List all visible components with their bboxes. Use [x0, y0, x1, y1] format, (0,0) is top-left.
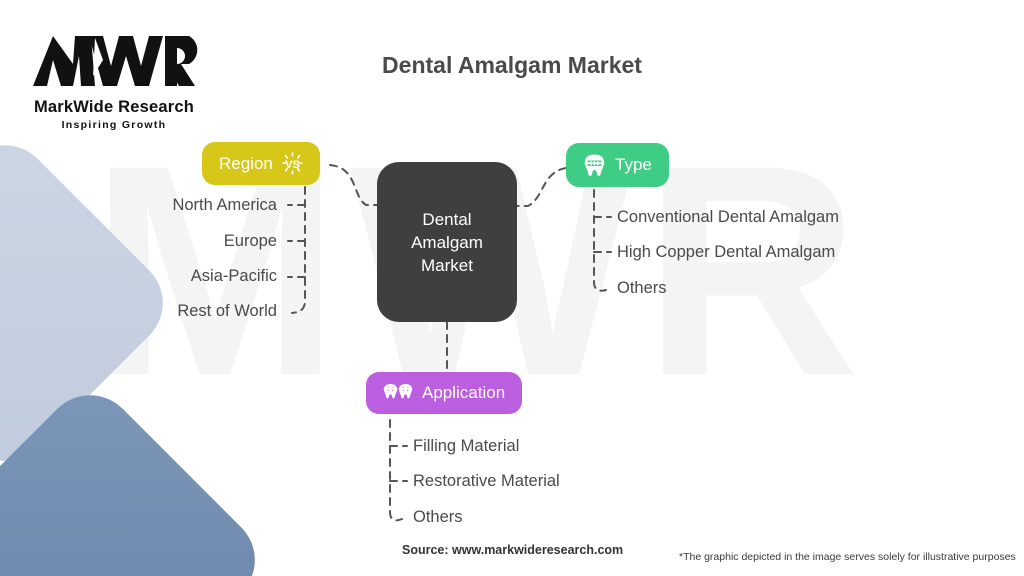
- branch-label-type: Type: [615, 155, 652, 174]
- list-item[interactable]: Others: [413, 508, 463, 526]
- brand-logo: MarkWide Research Inspiring Growth: [24, 30, 204, 131]
- branch-badge-type[interactable]: Type: [566, 143, 669, 187]
- list-item[interactable]: High Copper Dental Amalgam: [617, 243, 836, 261]
- list-item[interactable]: Rest of World: [177, 302, 277, 320]
- page-title: Dental Amalgam Market: [382, 52, 642, 78]
- branch-label-application: Application: [422, 383, 506, 402]
- center-node-line-2: Amalgam: [411, 232, 483, 252]
- center-node-line-1: Dental: [422, 209, 472, 229]
- sparkle-tooth-icon: VS: [282, 152, 303, 175]
- branch-label-region: Region: [219, 153, 273, 173]
- center-node[interactable]: Dental Amalgam Market: [377, 162, 517, 322]
- logo-tagline: Inspiring Growth: [61, 119, 167, 131]
- list-item[interactable]: Asia-Pacific: [190, 267, 277, 285]
- braces-tooth-icon: [583, 153, 606, 177]
- list-item[interactable]: North America: [172, 196, 277, 214]
- branch-badge-region[interactable]: Region VS: [202, 142, 320, 185]
- logo-company-name: MarkWide Research: [33, 98, 195, 116]
- list-item[interactable]: Conventional Dental Amalgam: [617, 208, 839, 226]
- disclaimer-note: *The graphic depicted in the image serve…: [679, 551, 1016, 563]
- svg-text:VS: VS: [285, 159, 300, 171]
- double-tooth-icon: [383, 382, 413, 404]
- center-node-line-3: Market: [421, 255, 473, 275]
- list-item[interactable]: Filling Material: [413, 437, 520, 455]
- source-label[interactable]: Source: www.markwideresearch.com: [402, 543, 624, 557]
- branch-badge-application[interactable]: Application: [366, 372, 523, 414]
- list-item[interactable]: Others: [617, 279, 667, 297]
- logo-mark-icon: [24, 30, 204, 97]
- list-item[interactable]: Restorative Material: [413, 472, 560, 490]
- list-item[interactable]: Europe: [223, 232, 277, 250]
- center-node-text: Dental Amalgam Market: [411, 208, 483, 277]
